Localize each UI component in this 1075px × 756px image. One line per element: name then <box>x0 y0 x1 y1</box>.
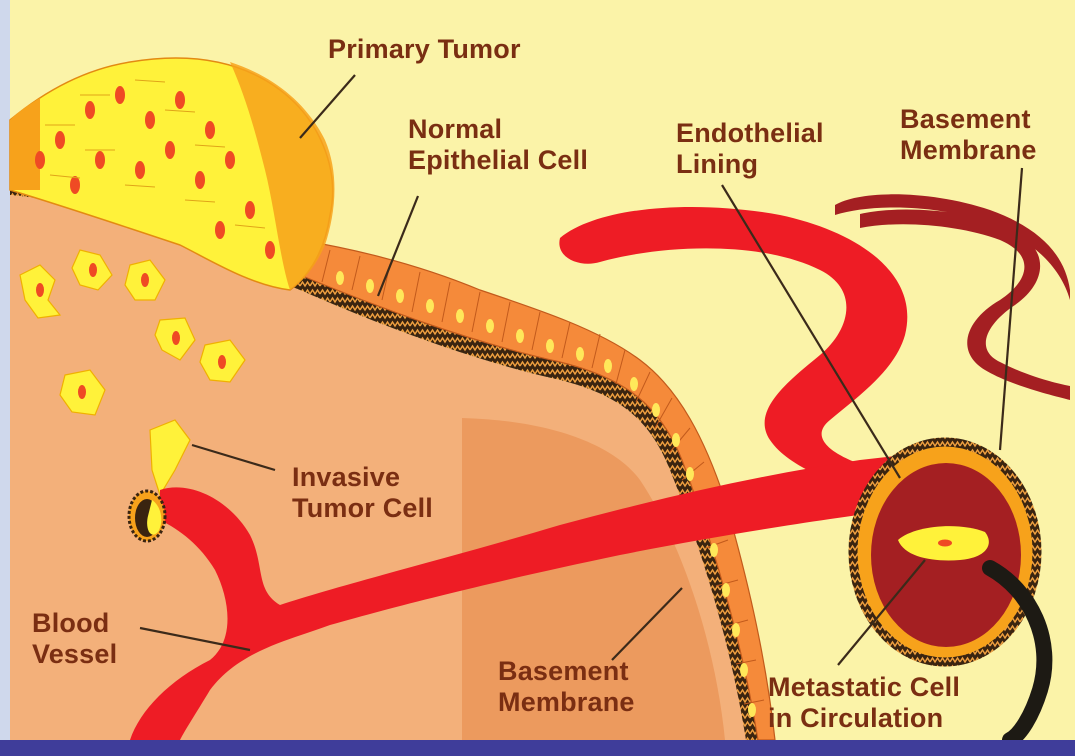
label-blood-vessel-line2: Vessel <box>32 639 117 670</box>
label-metastatic-line1: Metastatic Cell <box>768 672 960 703</box>
label-metastatic-line2: in Circulation <box>768 703 960 734</box>
label-blood-vessel-line1: Blood <box>32 608 117 639</box>
label-invasive-line2: Tumor Cell <box>292 493 433 524</box>
label-normal-epithelial-cell: Normal Epithelial Cell <box>408 114 588 176</box>
label-basement-membrane-top: Basement Membrane <box>900 104 1037 166</box>
label-metastatic-cell: Metastatic Cell in Circulation <box>768 672 960 734</box>
label-normal-epithelial-line1: Normal <box>408 114 588 145</box>
caption-bar <box>0 740 1075 756</box>
label-normal-epithelial-line2: Epithelial Cell <box>408 145 588 176</box>
label-primary-tumor: Primary Tumor <box>328 34 521 65</box>
label-basement-membrane-bottom: Basement Membrane <box>498 656 635 718</box>
label-basement-top-line2: Membrane <box>900 135 1037 166</box>
label-invasive-line1: Invasive <box>292 462 433 493</box>
label-invasive-tumor-cell: Invasive Tumor Cell <box>292 462 433 524</box>
label-basement-bottom-line2: Membrane <box>498 687 635 718</box>
label-blood-vessel: Blood Vessel <box>32 608 117 670</box>
label-endothelial-line2: Lining <box>676 149 824 180</box>
label-endothelial-lining: Endothelial Lining <box>676 118 824 180</box>
label-basement-top-line1: Basement <box>900 104 1037 135</box>
label-basement-bottom-line1: Basement <box>498 656 635 687</box>
left-frame-edge <box>0 0 10 756</box>
label-endothelial-line1: Endothelial <box>676 118 824 149</box>
metastatic-cell-nucleus <box>938 540 952 547</box>
